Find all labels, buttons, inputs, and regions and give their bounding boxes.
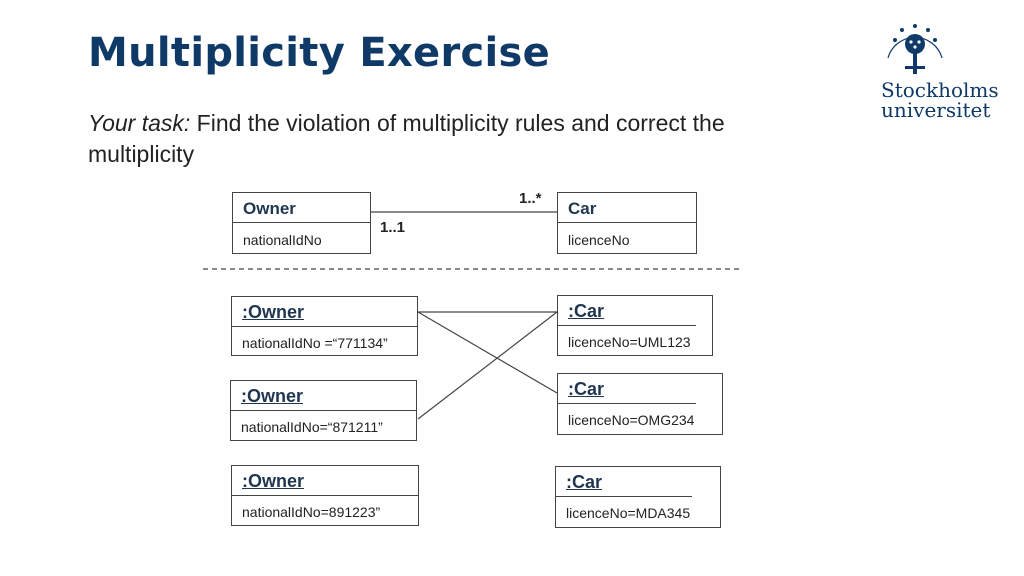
divider — [556, 496, 692, 497]
divider — [233, 222, 370, 223]
object-owner-2: :Owner nationalIdNo=“871211” — [230, 380, 417, 441]
object-owner-3: :Owner nationalIdNo=891223” — [231, 465, 419, 526]
link-owner1-car2 — [417, 311, 558, 394]
task-description: Your task: Find the violation of multipl… — [88, 108, 788, 170]
divider — [558, 403, 696, 404]
divider — [232, 495, 418, 496]
task-text: Find the violation of multiplicity rules… — [88, 110, 725, 167]
object-car-2: :Car licenceNo=OMG234 — [557, 373, 723, 435]
object-owner-3-attribute: nationalIdNo=891223” — [242, 504, 381, 520]
divider — [558, 325, 696, 326]
object-car-2-attribute: licenceNo=OMG234 — [568, 412, 695, 428]
class-car-attribute: licenceNo — [568, 232, 630, 248]
object-owner-2-name: :Owner — [241, 386, 304, 406]
class-owner: Owner nationalIdNo — [232, 192, 371, 254]
multiplicity-owner-end: 1..1 — [380, 219, 406, 236]
class-car: Car licenceNo — [557, 192, 697, 254]
object-car-1-attribute: licenceNo=UML123 — [568, 334, 691, 350]
class-owner-name: Owner — [243, 199, 296, 218]
object-owner-3-name: :Owner — [242, 471, 305, 491]
object-car-1: :Car licenceNo=UML123 — [557, 295, 713, 356]
logo-line-2: universitet — [881, 98, 991, 122]
university-seal-icon — [887, 24, 943, 74]
object-car-3-attribute: licenceNo=MDA345 — [566, 505, 691, 521]
object-car-2-name: :Car — [568, 379, 605, 399]
link-owner2-car1 — [417, 311, 558, 420]
logo-line-1: Stockholms — [881, 78, 999, 102]
class-car-name: Car — [568, 199, 597, 218]
divider — [232, 326, 417, 327]
object-owner-1-attribute: nationalIdNo =“771134” — [242, 335, 388, 351]
divider — [231, 410, 416, 411]
object-owner-1-name: :Owner — [242, 302, 305, 322]
object-owner-2-attribute: nationalIdNo=“871211” — [241, 419, 383, 435]
object-car-3-name: :Car — [566, 472, 603, 492]
university-logo-text: Stockholms universitet — [881, 80, 999, 120]
object-car-1-name: :Car — [568, 301, 605, 321]
page-title: Multiplicity Exercise — [88, 30, 551, 76]
class-owner-attribute: nationalIdNo — [243, 232, 322, 248]
task-label: Your task: — [88, 110, 191, 136]
object-car-3: :Car licenceNo=MDA345 — [555, 466, 721, 528]
divider — [558, 222, 696, 223]
multiplicity-car-end: 1..* — [519, 190, 542, 207]
object-owner-1: :Owner nationalIdNo =“771134” — [231, 296, 418, 356]
